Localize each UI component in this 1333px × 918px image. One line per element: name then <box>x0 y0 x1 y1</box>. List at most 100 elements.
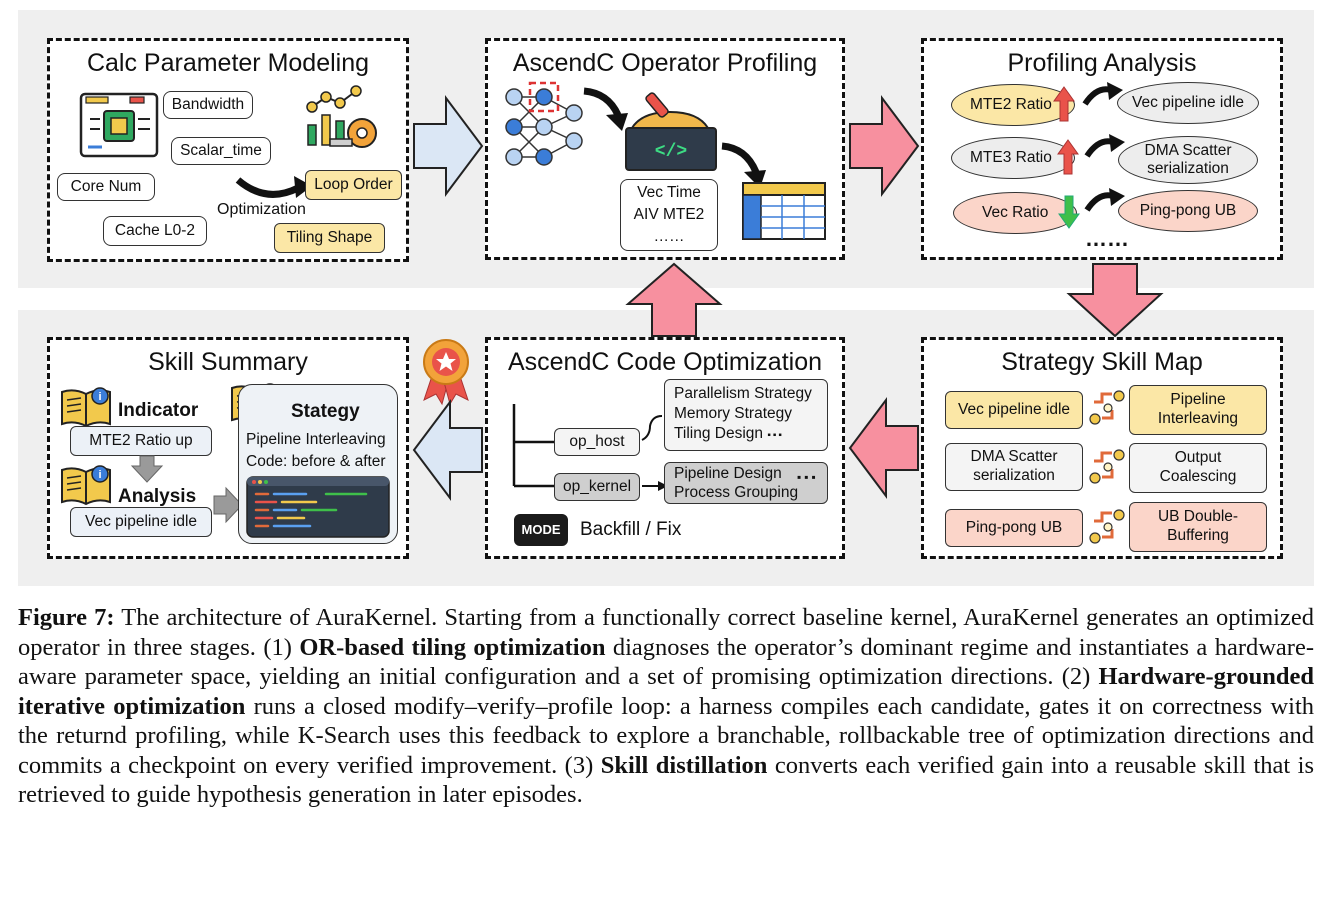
host-item: Tiling Design ▪▪▪ <box>674 425 784 442</box>
caption-text: diagnoses the operator’s dominant regime… <box>18 633 1314 691</box>
skill-problem-dma-scatter: DMA Scatter serialization <box>945 443 1083 491</box>
caption-label: Figure 7: <box>18 604 115 631</box>
svg-text:i: i <box>98 391 101 403</box>
svg-text:i: i <box>98 469 101 481</box>
strategy-line-1: UB Double- <box>1157 508 1239 526</box>
kernel-item: Process Grouping <box>674 484 799 501</box>
tiling-shape-pill: Tiling Shape <box>274 223 385 253</box>
kernel-item: Pipeline Design <box>674 465 782 482</box>
strategy-line-1: Pipeline <box>1170 391 1226 409</box>
code-box-icon: </> <box>625 92 717 171</box>
strategy-line-2: Buffering <box>1167 527 1229 544</box>
up-arrow-icon <box>1053 86 1075 122</box>
analytics-gear-icon <box>306 85 377 148</box>
skill-strategy-output-coalescing: Output Coalescing <box>1129 443 1267 493</box>
optimization-label: Optimization <box>217 201 306 218</box>
result-line-2: serialization <box>1147 160 1229 177</box>
up-arrow-icon <box>1057 139 1079 175</box>
skill-strategy-ub-double-buffering: UB Double- Buffering <box>1129 502 1267 552</box>
code-tree-lines <box>512 404 668 491</box>
mte3-ratio-oval: MTE3 Ratio <box>951 137 1075 179</box>
backfill-label: Backfill / Fix <box>580 519 682 540</box>
skill-problem-ping-pong: Ping-pong UB <box>945 509 1083 547</box>
core-num-bubble: Core Num <box>57 173 155 201</box>
mte3-result-arrow <box>1084 134 1125 158</box>
problem-line-1: DMA Scatter <box>970 448 1058 466</box>
more-dots: ▪▪▪ <box>767 430 784 441</box>
caption-bold-3: Skill distillation <box>600 751 768 779</box>
panel-title: Strategy Skill Map <box>1001 348 1203 376</box>
op-kernel-node: op_kernel <box>554 473 640 501</box>
vec-ratio-oval: Vec Ratio <box>953 192 1077 234</box>
metrics-bubble: Vec Time AIV MTE2 …… <box>620 179 718 251</box>
bandwidth-bubble: Bandwidth <box>163 91 253 119</box>
strategy-line-1: Output <box>1174 449 1222 467</box>
panel-title: AscendC Code Optimization <box>507 348 823 376</box>
mapping-gear-icon <box>1089 449 1125 484</box>
metric-label: MTE2 Ratio <box>970 96 1052 114</box>
right-flow-arrow <box>213 486 243 524</box>
flow-arrow-1-to-2 <box>413 95 484 197</box>
mte2-ratio-oval: MTE2 Ratio <box>951 84 1075 126</box>
award-badge-icon <box>423 339 469 406</box>
metric-vec-time: Vec Time <box>637 184 701 201</box>
flow-arrow-5-to-2 <box>625 262 723 337</box>
caption-bold-1: OR-based tiling optimization <box>299 633 606 661</box>
down-arrow-icon <box>1058 195 1080 229</box>
caption-text: The architecture of AuraKernel. Starting… <box>18 604 1314 661</box>
code-window-icon <box>246 476 390 538</box>
chip-icon <box>79 92 159 158</box>
host-item: Memory Strategy <box>674 405 793 422</box>
panel-title: Calc Parameter Modeling <box>86 49 370 77</box>
vec-ratio-result-arrow <box>1084 188 1125 212</box>
strategy-line-1: Pipeline Interleaving <box>246 431 386 448</box>
mte2-result-arrow <box>1082 82 1123 106</box>
book-icon: i <box>61 387 111 428</box>
vec-pipeline-idle-oval: Vec pipeline idle <box>1117 82 1259 124</box>
figure-caption: Figure 7: The architecture of AuraKernel… <box>18 603 1314 810</box>
caption-bold-2: Hardware-grounded iterative optimization <box>18 663 1314 720</box>
panel-title: Skill Summary <box>148 348 308 376</box>
problem-line-2: serialization <box>973 467 1055 484</box>
down-flow-arrow <box>130 455 164 483</box>
caption-text: runs a closed modify–verify–profile loop… <box>18 692 1314 779</box>
kernel-strategy-list: Pipeline Design Process Grouping <box>664 462 828 504</box>
flow-arrow-3-to-4 <box>1066 263 1164 338</box>
skill-problem-vec-idle: Vec pipeline idle <box>945 391 1083 429</box>
flow-arrow-4-to-5 <box>848 397 919 499</box>
analysis-heading: Analysis <box>118 486 197 507</box>
flow-arrow-5-to-6 <box>412 399 483 501</box>
strategy-line-2: Interleaving <box>1157 410 1239 427</box>
svg-text:</>: </> <box>655 142 687 162</box>
result-line-1: DMA Scatter <box>1144 142 1232 160</box>
strategy-line-2: Code: before & after <box>246 453 386 470</box>
scalar-time-bubble: Scalar_time <box>171 137 271 165</box>
ping-pong-ub-oval: Ping-pong UB <box>1118 190 1258 232</box>
skill-strategy-pipeline-interleaving: Pipeline Interleaving <box>1129 385 1267 435</box>
host-strategy-list: Parallelism Strategy Memory Strategy Til… <box>664 379 828 451</box>
mapping-gear-icon <box>1089 390 1125 425</box>
metric-label: Vec Ratio <box>982 204 1049 222</box>
table-icon <box>742 182 826 240</box>
dma-scatter-oval: DMA Scatter serialization <box>1118 136 1258 184</box>
metric-aiv-mte2: AIV MTE2 <box>633 206 705 223</box>
mode-badge: MODE <box>514 514 568 546</box>
metric-label: MTE3 Ratio <box>970 149 1052 167</box>
more-results: …… <box>1085 226 1129 251</box>
flow-arrow-2-to-3 <box>849 95 920 197</box>
panel-title: Profiling Analysis <box>1007 49 1197 77</box>
network-icon <box>505 81 583 166</box>
cache-bubble: Cache L0-2 <box>103 216 207 246</box>
kernel-more-dots: ▪▪▪ <box>797 470 819 484</box>
profiling-arrow-1 <box>583 87 628 131</box>
metric-more: …… <box>653 228 685 245</box>
indicator-value: MTE2 Ratio up <box>70 426 212 456</box>
analysis-value: Vec pipeline idle <box>70 507 212 537</box>
op-host-node: op_host <box>554 428 640 456</box>
loop-order-pill: Loop Order <box>305 170 402 200</box>
strategy-heading: Stategy <box>291 401 360 422</box>
indicator-heading: Indicator <box>118 400 199 421</box>
panel-title: AscendC Operator Profiling <box>512 49 818 77</box>
strategy-line-2: Coalescing <box>1159 468 1237 485</box>
host-item: Parallelism Strategy <box>674 385 812 402</box>
